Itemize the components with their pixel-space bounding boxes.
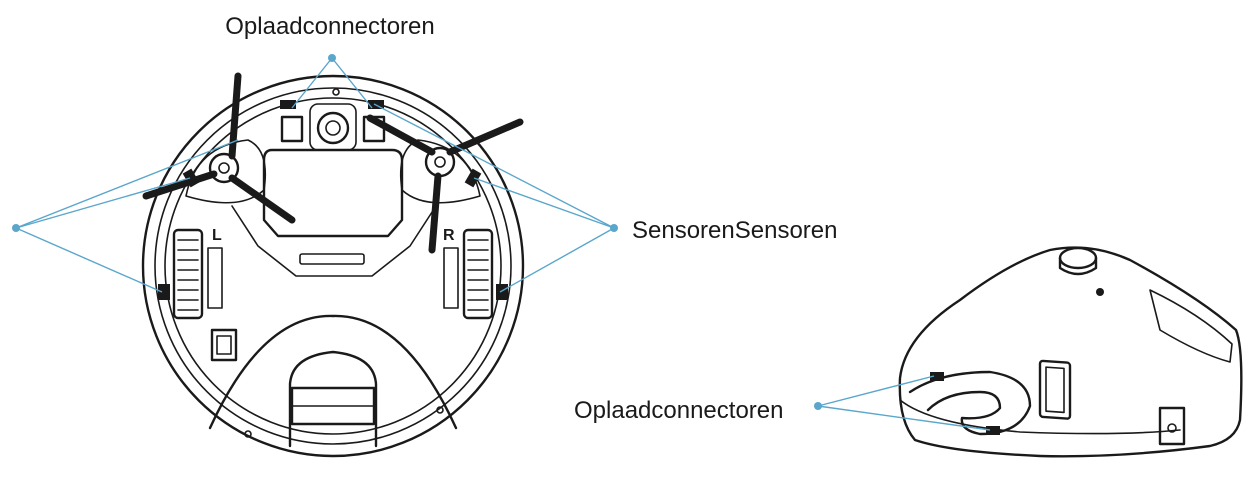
robot-center-skirt (231, 205, 437, 277)
robot-outer-rim (141, 74, 525, 458)
wheel-right (443, 228, 494, 320)
leader-dot-left (12, 224, 20, 232)
base-top-knob-side (1058, 256, 1098, 276)
base-window (1038, 359, 1072, 420)
base-power-port (1158, 406, 1186, 446)
robot-underside: L R (141, 72, 525, 458)
base-window-inner (1045, 366, 1065, 414)
screw-left (244, 430, 252, 438)
roller-opening (288, 350, 378, 448)
cliff-sensor-right-upper (464, 168, 482, 188)
label-top-charging-connectors: Oplaadconnectoren (225, 13, 434, 40)
side-brush-housing-left (185, 139, 267, 204)
side-brush-right (366, 114, 524, 254)
roller-guard (208, 314, 458, 430)
leader-line-base-upper (817, 375, 935, 407)
leader-line-right-lower (499, 227, 615, 293)
label-sensors: SensorenSensoren (632, 217, 837, 244)
leader-dot-right (610, 224, 618, 232)
base-front-curve (899, 399, 1181, 435)
screw-right (436, 406, 444, 414)
robot-bumper-line (164, 97, 502, 435)
robot-inner-rim (154, 87, 512, 445)
screw-top (332, 88, 340, 96)
cliff-sensor-left-upper (182, 168, 200, 188)
front-caster-housing (309, 103, 357, 151)
leader-line-left-lower (15, 227, 163, 293)
power-switch (210, 328, 238, 362)
wheel-mark-right: R (443, 227, 455, 244)
front-caster-hub (325, 120, 341, 136)
leader-line-right-upper (373, 103, 615, 229)
leader-line-left-mid (15, 139, 239, 229)
base-top-knob (1058, 246, 1098, 270)
base-indicator (1096, 288, 1104, 296)
front-caster-wheel (316, 111, 350, 145)
base-side-panel (1149, 289, 1233, 363)
base-ramp (908, 370, 1032, 436)
robot-slot (299, 253, 365, 265)
charging-contact-left (280, 115, 304, 143)
leader-line-left-upper (15, 177, 191, 229)
base-contact-lower (986, 426, 1000, 435)
base-outline (898, 246, 1243, 458)
power-switch-toggle (216, 335, 232, 355)
cliff-sensor-right-lower (496, 284, 508, 300)
leader-dot-top (328, 54, 336, 62)
cliff-sensor-left-lower (158, 284, 170, 300)
robot-center-panel (262, 148, 404, 238)
leader-lines (12, 54, 991, 431)
wheel-mark-left: L (212, 227, 222, 244)
label-base-charging-connectors: Oplaadconnectoren (574, 397, 783, 424)
leader-line-top-right (331, 57, 373, 109)
base-power-port-hole (1167, 423, 1177, 433)
wheel-left (172, 228, 223, 320)
leader-dot-base (814, 402, 822, 410)
leader-line-base-lower (817, 405, 991, 431)
front-sensor-left (280, 100, 296, 109)
base-contact-upper (930, 372, 944, 381)
leader-line-top-left (291, 57, 333, 109)
leader-line-right-mid (473, 177, 615, 229)
charging-base (898, 246, 1243, 458)
